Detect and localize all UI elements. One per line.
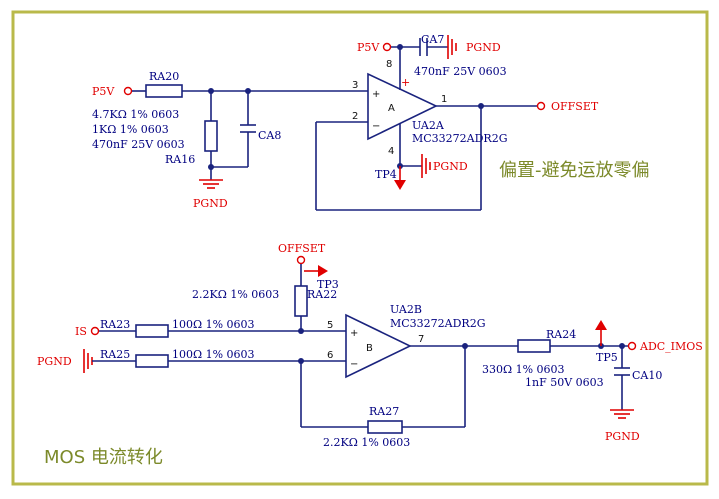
ra16-value: 1KΩ 1% 0603 <box>92 123 169 136</box>
resistor-ra22 <box>294 285 308 317</box>
ca8-designator: CA8 <box>258 129 281 142</box>
tp5-designator: TP5 <box>596 351 618 364</box>
pin-8: 8 <box>386 59 392 70</box>
ca10-designator: CA10 <box>632 369 662 382</box>
testpoint-tp5 <box>595 320 607 330</box>
ua2a-designator: UA2A <box>412 119 445 132</box>
pin-5: 5 <box>327 320 333 331</box>
sheet-border <box>11 10 709 486</box>
ra16-designator: RA16 <box>165 153 195 166</box>
junction <box>478 103 484 109</box>
opamp-a-plus: + <box>372 89 380 100</box>
p5v-top-port <box>382 42 392 52</box>
p5v-left-port <box>123 86 133 96</box>
pin-2: 2 <box>352 111 358 122</box>
ca10-value: 1nF 50V 0603 <box>525 376 604 389</box>
pin-3: 3 <box>352 80 358 91</box>
ca7-value: 470nF 25V 0603 <box>414 65 507 78</box>
offset-output-label: OFFSET <box>551 100 599 113</box>
ra20-value: 4.7KΩ 1% 0603 <box>92 108 179 121</box>
ra23-designator: RA23 <box>100 318 130 331</box>
opamp-ua2b <box>345 313 412 379</box>
ra24-value: 330Ω 1% 0603 <box>482 363 565 376</box>
opamp-a-symbol: A <box>388 103 395 114</box>
ra27-value: 2.2KΩ 1% 0603 <box>323 436 410 449</box>
offset-output-port <box>536 101 546 111</box>
opamp-a-minus: − <box>372 121 380 132</box>
ra27-designator: RA27 <box>369 405 399 418</box>
resistor-ra23 <box>135 324 169 338</box>
ca7-designator: CA7 <box>421 33 444 46</box>
resistor-ra27 <box>367 420 403 434</box>
ca8-value: 470nF 25V 0603 <box>92 138 185 151</box>
p5v-left-label: P5V <box>92 85 115 98</box>
ra24-designator: RA24 <box>546 328 576 341</box>
pgnd-opamp-label: PGND <box>433 160 468 173</box>
offset-input-label: OFFSET <box>278 242 326 255</box>
mos-current-circuit: OFFSET TP3 RA22 2.2KΩ 1% 0603 IS RA23 10… <box>37 242 703 468</box>
pgnd-top-cap-label: PGND <box>466 41 501 54</box>
pin-1: 1 <box>441 94 447 105</box>
tp4-designator: TP4 <box>375 168 397 181</box>
pin-4: 4 <box>388 146 394 157</box>
pgnd-bottom-left-label: PGND <box>37 355 72 368</box>
p5v-top-label: P5V <box>357 41 380 54</box>
is-input-port <box>90 326 100 336</box>
opamp-b-symbol: B <box>366 343 373 354</box>
adc-label: ADC_IMOS <box>639 340 703 353</box>
resistor-ra25 <box>135 354 169 368</box>
testpoint-tp4 <box>394 180 406 190</box>
ra23-value: 100Ω 1% 0603 <box>172 318 255 331</box>
supply-plus-mark: + <box>401 76 410 89</box>
tp3-designator: TP3 <box>317 278 339 291</box>
opamp-ua2a <box>367 72 438 141</box>
pin-6: 6 <box>327 350 333 361</box>
offset-caption: 偏置-避免运放零偏 <box>499 160 650 181</box>
ra22-designator: RA22 <box>307 288 337 301</box>
ua2b-designator: UA2B <box>390 303 422 316</box>
resistor-ra16 <box>204 120 218 152</box>
ra25-designator: RA25 <box>100 348 130 361</box>
pgnd-left-label: PGND <box>193 197 228 210</box>
ra22-value: 2.2KΩ 1% 0603 <box>192 288 279 301</box>
opamp-b-minus: − <box>350 359 358 370</box>
ra20-designator: RA20 <box>149 70 179 83</box>
is-label: IS <box>75 325 87 338</box>
ua2a-part-number: MC33272ADR2G <box>412 132 508 145</box>
testpoint-tp3 <box>318 265 328 277</box>
adc-output-port <box>627 341 637 351</box>
pin-7: 7 <box>418 334 424 345</box>
offset-input-port <box>296 255 306 265</box>
resistor-ra20 <box>145 84 183 98</box>
resistor-ra24 <box>517 339 551 353</box>
pgnd-bottom-right-label: PGND <box>605 430 640 443</box>
opamp-b-plus: + <box>350 328 358 339</box>
offset-circuit: P5V RA20 4.7KΩ 1% 0603 1KΩ 1% 0603 RA16 … <box>92 33 650 211</box>
ra25-value: 100Ω 1% 0603 <box>172 348 255 361</box>
mos-caption: MOS 电流转化 <box>44 447 163 468</box>
ua2b-part-number: MC33272ADR2G <box>390 317 486 330</box>
